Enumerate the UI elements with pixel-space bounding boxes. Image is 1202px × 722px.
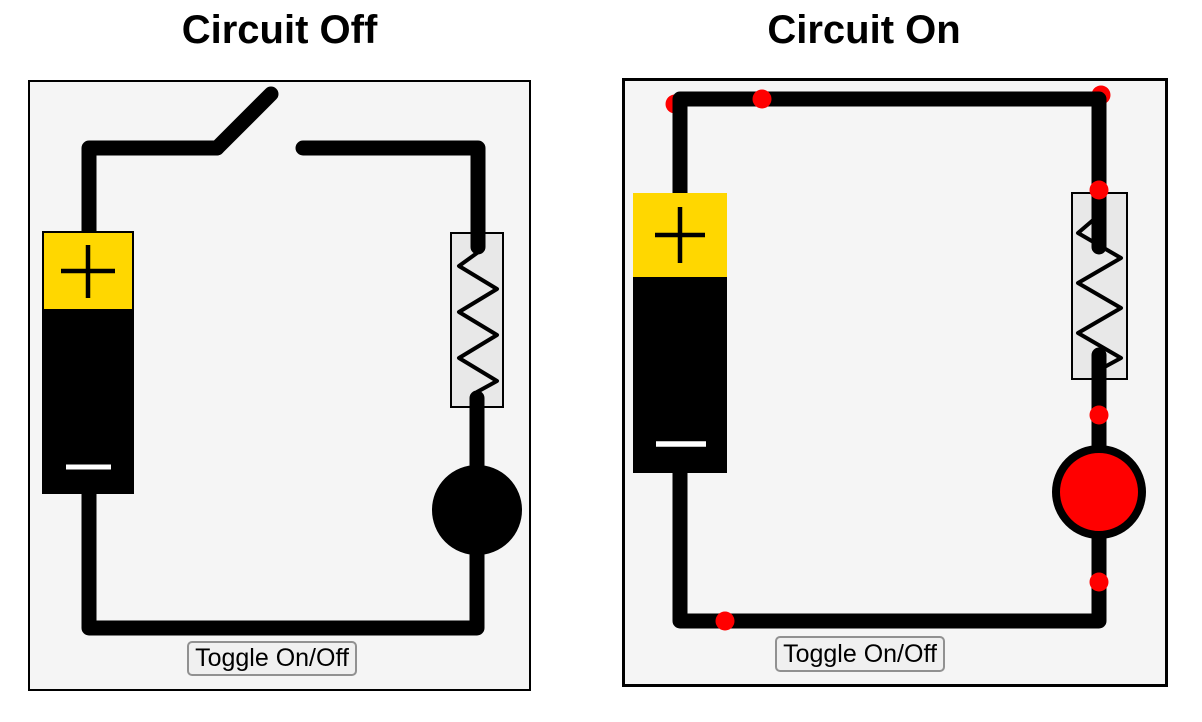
wire-top — [672, 91, 1107, 255]
resistor-zigzag — [457, 238, 499, 405]
resistor-zigzag — [1076, 196, 1123, 379]
battery — [633, 193, 727, 473]
wire-switch-to-resistor — [295, 140, 486, 255]
current-dot — [1089, 180, 1109, 200]
circuit-on-panel — [622, 78, 1168, 687]
battery-plus-icon — [61, 245, 115, 298]
current-dot — [1089, 572, 1109, 592]
circuit-off-diagram — [42, 86, 522, 636]
toggle-on-off-button[interactable]: Toggle On/Off — [775, 636, 945, 672]
wire-return-loop — [81, 390, 485, 636]
current-dot — [715, 611, 735, 631]
bulb-unlit — [432, 465, 522, 555]
bulb-lit — [1052, 445, 1146, 539]
battery-body — [633, 277, 727, 473]
circuit-on-title: Circuit On — [767, 8, 961, 52]
toggle-on-off-button[interactable]: Toggle On/Off — [187, 641, 357, 676]
switch-lever-open — [209, 86, 279, 156]
wire-return-loop — [672, 347, 1107, 629]
circuit-off-title: Circuit Off — [181, 8, 378, 52]
wire-battery-to-switch — [81, 140, 225, 251]
battery-plus-icon — [655, 207, 705, 263]
circuit-off-panel — [28, 80, 531, 691]
current-dot — [752, 89, 772, 109]
circuit-on-diagram — [633, 85, 1146, 631]
battery — [42, 231, 134, 494]
resistor-body — [450, 232, 504, 408]
current-dot — [1089, 405, 1109, 425]
